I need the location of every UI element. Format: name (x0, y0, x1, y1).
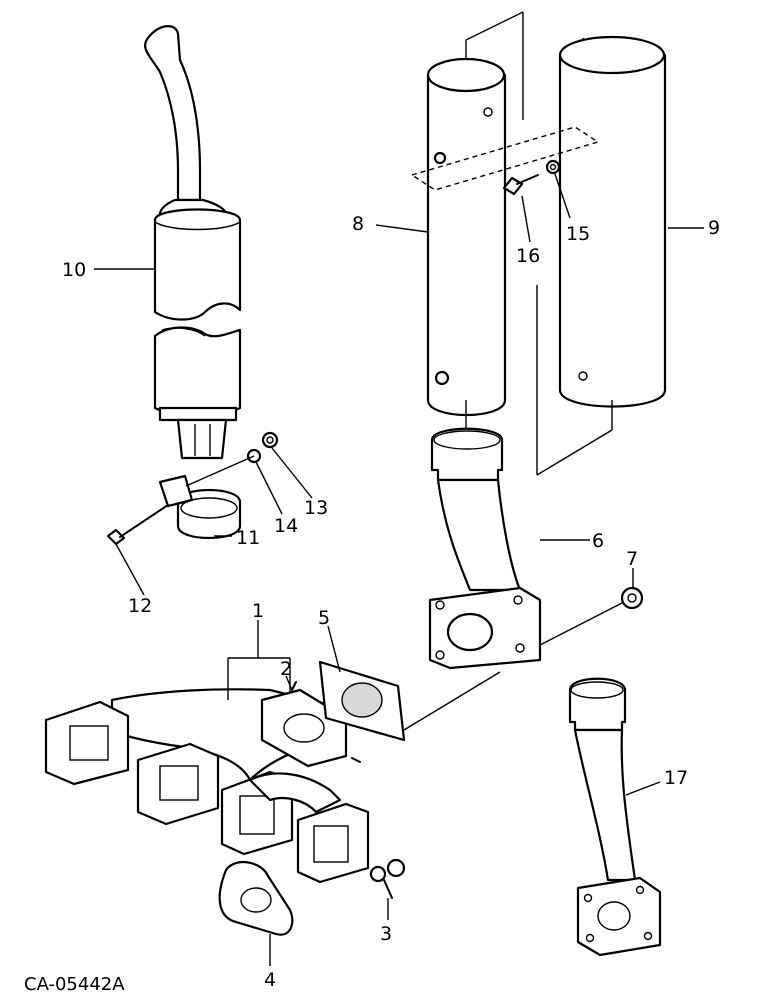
callout-7: 7 (626, 548, 638, 570)
leader-lines (94, 173, 704, 966)
callout-8: 8 (352, 213, 364, 235)
callout-16: 16 (516, 245, 540, 267)
callout-17: 17 (664, 767, 688, 789)
callout-5: 5 (318, 607, 330, 629)
callout-1: 1 (252, 600, 264, 622)
callout-3: 3 (380, 923, 392, 945)
muffler (144, 25, 242, 460)
pipe-17 (568, 677, 662, 957)
callout-11: 11 (236, 527, 260, 549)
drawing-code: CA-05442A (24, 974, 125, 995)
elbow-pipe (428, 427, 542, 670)
callout-13: 13 (304, 497, 328, 519)
callout-labels: 1 2 3 4 5 6 7 8 9 10 11 12 13 14 15 16 1… (62, 213, 720, 991)
callout-4: 4 (264, 969, 276, 991)
callout-10: 10 (62, 259, 86, 281)
callout-15: 15 (566, 223, 590, 245)
tube-right (536, 35, 667, 476)
exhaust-manifold (44, 657, 370, 884)
callout-6: 6 (592, 530, 604, 552)
callout-14: 14 (274, 515, 298, 537)
callout-2: 2 (280, 658, 292, 680)
callout-12: 12 (128, 595, 152, 617)
clamp-assembly (106, 431, 279, 546)
tube-left (426, 11, 524, 430)
callout-9: 9 (708, 217, 720, 239)
